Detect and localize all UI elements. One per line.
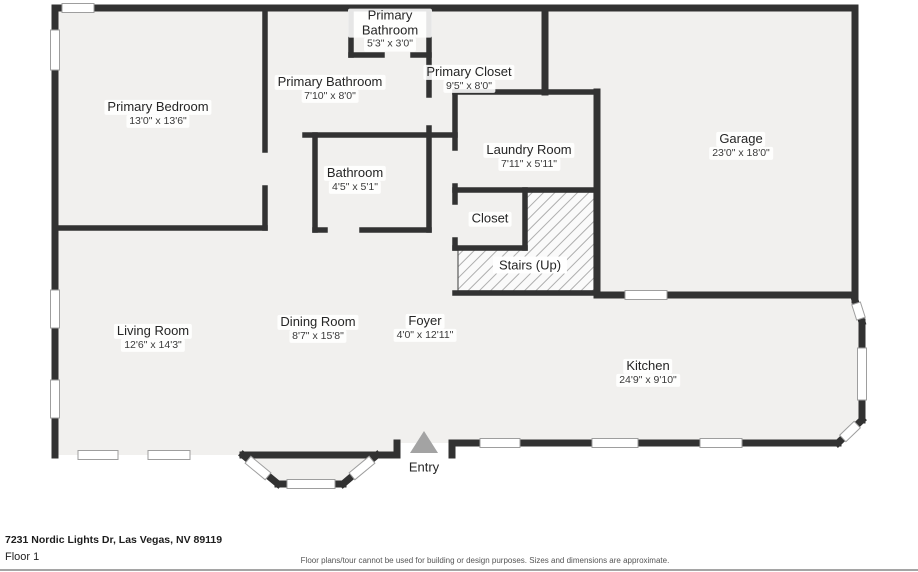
room-dims: 23'0" x 18'0": [709, 146, 773, 161]
room-name: Primary Bathroom: [348, 8, 432, 38]
address-text: 7231 Nordic Lights Dr, Las Vegas, NV 891…: [5, 534, 223, 546]
room-name: Primary Bathroom: [274, 74, 386, 90]
window: [838, 420, 862, 443]
room-label-living-room: Living Room 12'6" x 14'3": [113, 323, 193, 353]
room-name: Foyer: [405, 313, 445, 329]
room-dims: 24'9" x 9'10": [616, 373, 680, 388]
room-dims: 4'0" x 12'11": [393, 328, 457, 343]
window: [244, 455, 272, 481]
room-label-bathroom: Bathroom 4'5" x 5'1": [323, 165, 387, 195]
room-dims: 7'10" x 8'0": [301, 89, 359, 104]
window: [286, 479, 336, 489]
window: [857, 347, 867, 401]
room-dims: 13'0" x 13'6": [126, 114, 190, 129]
room-label-kitchen: Kitchen 24'9" x 9'10": [616, 358, 680, 388]
room-label-primary-bedroom: Primary Bedroom 13'0" x 13'6": [104, 99, 212, 129]
window: [624, 290, 668, 300]
room-label-primary-closet: Primary Closet 9'5" x 8'0": [423, 64, 515, 94]
room-dims: 9'5" x 8'0": [443, 79, 495, 94]
disclaimer-text: Floor plans/tour cannot be used for buil…: [300, 556, 670, 565]
window: [479, 438, 521, 448]
window: [699, 438, 743, 448]
windows: [50, 3, 867, 489]
room-name: Laundry Room: [483, 142, 575, 158]
window: [50, 379, 60, 419]
window: [591, 438, 639, 448]
room-name: Dining Room: [277, 314, 359, 330]
room-dims: 8'7" x 15'8": [289, 329, 347, 344]
room-label-closet: Closet: [468, 211, 512, 227]
room-dims: 7'11" x 5'11": [497, 157, 561, 172]
room-name: Kitchen: [623, 358, 673, 374]
room-label-foyer: Foyer 4'0" x 12'11": [393, 313, 457, 343]
exterior-walls: [51, 4, 867, 489]
window: [61, 3, 95, 13]
bottom-divider: [0, 569, 918, 571]
room-dims: 12'6" x 14'3": [121, 338, 185, 353]
window: [50, 289, 60, 329]
room-label-primary-bathroom-small: Primary Bathroom 5'3" x 3'0": [348, 8, 432, 52]
room-label-primary-bathroom: Primary Bathroom 7'10" x 8'0": [274, 74, 386, 104]
window: [348, 455, 376, 481]
entry-label: Entry: [408, 459, 440, 475]
window: [50, 29, 60, 71]
room-name: Living Room: [113, 323, 193, 339]
room-name: Bathroom: [323, 165, 387, 181]
floor-number-text: Floor 1: [5, 551, 40, 563]
stairs-label: Stairs (Up): [492, 256, 568, 274]
room-name: Closet: [468, 211, 512, 227]
room-name: Primary Bedroom: [104, 99, 212, 115]
room-dims: 4'5" x 5'1": [329, 180, 381, 195]
entry-arrow-icon: [410, 431, 438, 453]
window: [77, 450, 119, 460]
room-dims: 5'3" x 3'0": [364, 37, 416, 52]
room-name: Primary Closet: [423, 64, 515, 80]
window: [851, 301, 866, 321]
room-label-garage: Garage 23'0" x 18'0": [709, 131, 773, 161]
room-label-laundry-room: Laundry Room 7'11" x 5'11": [483, 142, 575, 172]
room-name: Garage: [716, 131, 766, 147]
room-label-dining-room: Dining Room 8'7" x 15'8": [277, 314, 359, 344]
window: [147, 450, 191, 460]
